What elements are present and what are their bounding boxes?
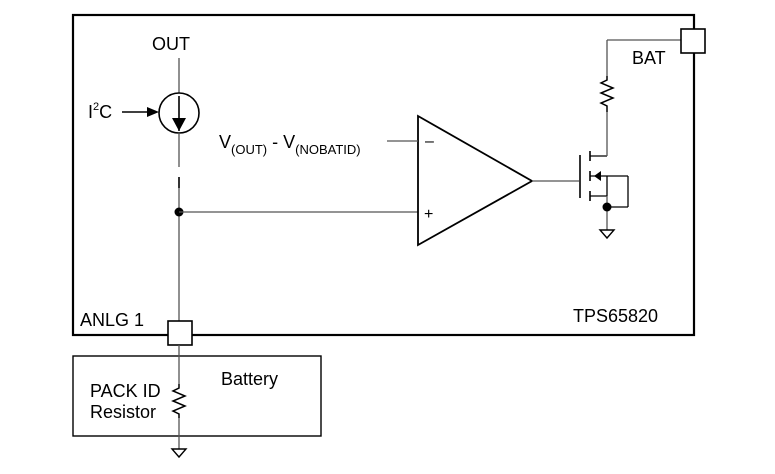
bat-pin-label: BAT xyxy=(632,48,666,68)
current-source-symbol xyxy=(158,92,200,134)
comparator-symbol xyxy=(417,114,534,247)
chip-name-label: TPS65820 xyxy=(573,306,658,326)
out-pin-label: OUT xyxy=(152,34,190,54)
anlg1-pin xyxy=(167,320,193,346)
comparator-minus: – xyxy=(425,133,434,150)
pack-id-resistor-symbol xyxy=(171,384,187,418)
pack-id-label-line2: Resistor xyxy=(90,402,156,422)
comparator-plus: + xyxy=(424,206,433,223)
mosfet-symbol xyxy=(579,151,629,208)
bat-resistor-symbol xyxy=(599,76,615,112)
chip-outline xyxy=(71,13,696,337)
pack-id-label-line1: PACK ID xyxy=(90,381,161,401)
battery-outline xyxy=(72,355,322,437)
inverting-input-label: V(OUT) - V(NOBATID) xyxy=(219,132,361,157)
ground-symbol-battery xyxy=(170,448,188,459)
battery-title: Battery xyxy=(221,369,278,389)
ground-symbol-chip xyxy=(598,229,616,240)
bat-pin xyxy=(680,28,706,54)
i2c-label: I2C xyxy=(88,101,112,122)
anlg1-pin-label: ANLG 1 xyxy=(80,310,144,330)
source-node xyxy=(602,202,612,212)
i2c-arrow-head xyxy=(147,107,159,117)
